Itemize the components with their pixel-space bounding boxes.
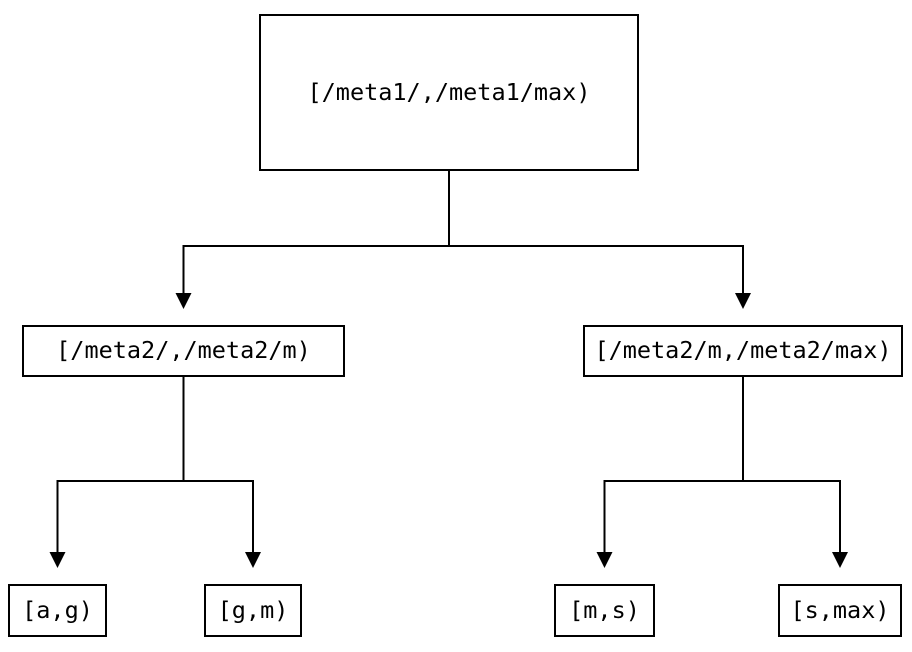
arrowhead-down-icon [175, 293, 192, 309]
node-label: [m,s) [569, 595, 640, 624]
arrowhead-down-icon [49, 552, 66, 568]
node-root-range: [/meta1/,/meta1/max) [259, 14, 639, 171]
node-meta2-low-range: [/meta2/,/meta2/m) [22, 325, 345, 377]
node-leaf-ms: [m,s) [554, 584, 655, 637]
node-leaf-gm: [g,m) [204, 584, 302, 637]
node-leaf-smax: [s,max) [778, 584, 902, 637]
arrowhead-down-icon [245, 552, 261, 568]
node-label: [/meta2/m,/meta2/max) [594, 336, 892, 365]
arrowhead-down-icon [735, 293, 751, 309]
node-label: [/meta1/,/meta1/max) [307, 77, 591, 106]
edge-meta2low-to-leaves [56, 376, 254, 552]
node-label: [s,max) [790, 595, 890, 624]
node-label: [/meta2/,/meta2/m) [56, 336, 311, 365]
node-meta2-high-range: [/meta2/m,/meta2/max) [583, 325, 903, 377]
node-label: [g,m) [217, 595, 289, 624]
edge-root-to-level2 [182, 170, 744, 293]
edge-meta2high-to-leaves [603, 376, 841, 552]
arrowhead-down-icon [596, 552, 613, 568]
node-label: [a,g) [22, 595, 93, 624]
arrowhead-down-icon [832, 552, 848, 568]
node-leaf-ag: [a,g) [8, 584, 107, 637]
